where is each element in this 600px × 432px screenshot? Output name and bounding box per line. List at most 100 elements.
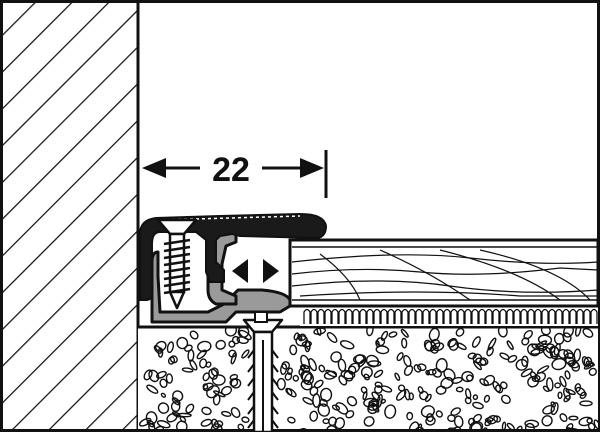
screed-pebble: [424, 393, 432, 403]
screed-pebble: [563, 352, 576, 365]
screed-pebble: [571, 362, 581, 372]
underlay-loop: [583, 308, 591, 324]
underlay-loop: [394, 308, 402, 324]
underlay-loop: [520, 308, 528, 324]
screw-thread: [163, 238, 191, 246]
screed-pebble: [313, 379, 324, 389]
screed-pebble: [423, 339, 433, 352]
screed-pebble: [448, 339, 459, 351]
screed-pebble: [287, 367, 293, 375]
screed-pebble: [206, 385, 220, 399]
screed-pebble: [520, 368, 533, 378]
screed-pebble: [403, 354, 412, 368]
screed-pebble: [237, 328, 250, 338]
screed-pebble: [565, 423, 574, 432]
underlay-loop: [450, 308, 458, 324]
screed-pebble: [241, 416, 250, 423]
screed-pebble: [159, 378, 168, 389]
screed-pebble: [302, 396, 314, 405]
countersunk-screw-icon: [156, 218, 198, 310]
underlay-loop: [303, 308, 311, 324]
screed-pebble: [309, 410, 319, 422]
screed-pebble: [199, 358, 208, 369]
underlay-layer: [300, 305, 598, 326]
screed-pebble: [401, 337, 408, 349]
underlay-loop: [464, 308, 472, 324]
screed-pebble: [317, 403, 331, 417]
screed-pebble: [420, 405, 435, 418]
screed-pebble: [574, 328, 582, 337]
underlay-loop: [527, 308, 535, 324]
screed-pebble: [443, 368, 456, 381]
screed-pebble: [312, 393, 321, 408]
screed-pebble: [200, 418, 213, 427]
screed-pebble: [210, 423, 223, 432]
screed-pebble: [326, 331, 338, 344]
screed-pebble: [515, 358, 529, 371]
wall-plug-icon: [242, 311, 284, 432]
screed-pebble: [501, 421, 507, 431]
dimension-arrow-left-icon: [142, 158, 166, 178]
underlay-loop: [492, 308, 500, 324]
screed-pebble: [166, 412, 178, 423]
screed-pebble: [157, 402, 170, 414]
screed-pebble: [181, 367, 194, 373]
dimension-line: 22: [142, 150, 328, 198]
screed-pebble: [170, 401, 181, 413]
screed-pebble: [472, 401, 484, 410]
screed-pebble: [171, 411, 181, 418]
screed-pebble: [568, 415, 579, 421]
screed-pebble: [318, 364, 326, 373]
screed-pebble: [435, 358, 448, 373]
screed-pebble: [417, 386, 424, 394]
screed-pebble: [583, 362, 594, 370]
screed-pebble: [507, 354, 518, 363]
screed-pebble: [465, 388, 472, 400]
underlay-loop: [555, 308, 563, 324]
movement-double-arrow-icon: [232, 259, 279, 283]
underlay-loop: [408, 308, 416, 324]
screed-pebble: [486, 346, 494, 357]
wall-plug-rib: [247, 349, 279, 359]
screed-pebble: [563, 328, 574, 338]
screed-pebble: [506, 422, 515, 431]
screed-pebble: [380, 385, 393, 393]
screed-pebble: [455, 328, 465, 337]
screed-pebble: [516, 425, 523, 432]
underlay-loop: [373, 308, 381, 324]
screed-pebble: [156, 370, 167, 379]
screed-pebble: [211, 374, 226, 386]
screed-pebble: [483, 374, 496, 386]
screed-pebble: [176, 336, 189, 350]
screed-pebble: [574, 383, 582, 393]
screed-pebble: [451, 376, 463, 384]
screed-pebble: [587, 422, 596, 431]
screed-pebble: [360, 366, 373, 379]
underlay-loop: [513, 308, 521, 324]
screed-pebble: [499, 352, 510, 360]
base-profile: [150, 250, 292, 324]
screed-pebble: [284, 372, 293, 381]
screed-pebble: [339, 340, 355, 350]
wall-plug-rib: [247, 405, 279, 415]
screed-pebble: [367, 400, 380, 411]
underlay-loop: [415, 308, 423, 324]
screed-pebble: [400, 328, 409, 338]
screed-pebble: [362, 391, 368, 401]
screed-pebble: [177, 412, 192, 418]
underlay-loop: [324, 308, 332, 324]
underlay-loop: [380, 308, 388, 324]
cover-profile: [139, 213, 327, 301]
screed-pebble: [527, 343, 541, 357]
dimension-arrow-right-icon: [300, 158, 324, 178]
screed-pebble: [363, 373, 370, 381]
underlay-loop: [562, 308, 570, 324]
screed-pebble: [535, 340, 548, 349]
screed-pebble: [456, 342, 467, 351]
screw-thread: [163, 287, 191, 295]
screed-pebble: [154, 425, 165, 432]
screed-pebble: [559, 413, 568, 423]
screed-pebble: [550, 402, 559, 416]
